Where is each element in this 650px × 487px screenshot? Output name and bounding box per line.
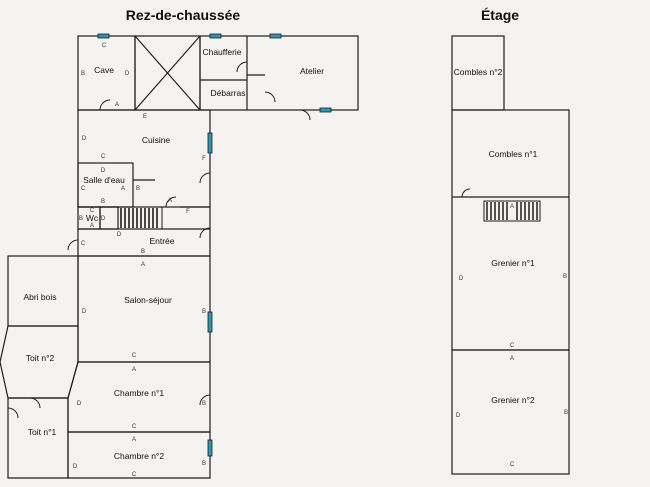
marker-d: D bbox=[77, 401, 82, 407]
room-combles2: Combles n°2 bbox=[454, 67, 503, 77]
upper-stairs bbox=[461, 188, 541, 222]
room-grenier1: Grenier n°1 bbox=[491, 258, 535, 268]
room-abri-bois: Abri bois bbox=[23, 292, 56, 302]
room-chambre1: Chambre n°1 bbox=[114, 388, 164, 398]
upper-floor-title: Étage bbox=[481, 7, 519, 23]
ground-doors bbox=[7, 61, 311, 419]
marker-a: A bbox=[132, 437, 136, 443]
marker-b: B bbox=[202, 401, 206, 407]
marker-a: A bbox=[115, 102, 119, 108]
room-toit1: Toit n°1 bbox=[28, 427, 57, 437]
marker-d: D bbox=[117, 232, 122, 238]
marker-d: D bbox=[456, 413, 461, 419]
marker-e: E bbox=[143, 114, 147, 120]
marker-b: B bbox=[101, 199, 105, 205]
room-toit2: Toit n°2 bbox=[26, 353, 55, 363]
marker-b: B bbox=[564, 410, 568, 416]
marker-c: C bbox=[102, 43, 107, 49]
marker-d: D bbox=[82, 136, 87, 142]
room-labels: Cave Chaufferie Atelier Débarras Cuisine… bbox=[23, 47, 537, 461]
marker-c: C bbox=[510, 462, 515, 468]
marker-d: D bbox=[101, 216, 106, 222]
marker-b: B bbox=[79, 216, 83, 222]
room-salle-eau: Salle d'eau bbox=[83, 175, 125, 185]
marker-f: F bbox=[186, 209, 190, 215]
marker-b: B bbox=[202, 309, 206, 315]
room-combles1: Combles n°1 bbox=[489, 149, 538, 159]
room-entree: Entrée bbox=[149, 236, 174, 246]
marker-c: C bbox=[81, 186, 86, 192]
marker-c: C bbox=[132, 424, 137, 430]
ground-floor-title: Rez-de-chaussée bbox=[126, 7, 241, 23]
room-grenier2: Grenier n°2 bbox=[491, 395, 535, 405]
marker-a: A bbox=[141, 262, 145, 268]
marker-a: A bbox=[132, 367, 136, 373]
marker-a: A bbox=[121, 186, 125, 192]
marker-c: C bbox=[132, 472, 137, 478]
marker-c: C bbox=[132, 353, 137, 359]
marker-b: B bbox=[81, 71, 85, 77]
marker-a: A bbox=[510, 204, 514, 210]
room-wc: Wc bbox=[86, 213, 99, 223]
room-atelier: Atelier bbox=[300, 66, 324, 76]
marker-c: C bbox=[510, 343, 515, 349]
marker-a: A bbox=[168, 198, 172, 204]
ground-stairs bbox=[117, 206, 163, 230]
marker-d: D bbox=[459, 276, 464, 282]
room-debarras: Débarras bbox=[211, 88, 246, 98]
marker-c: C bbox=[101, 154, 106, 160]
wall-markers: C B D A E D F C A B D C A B C B D A D F … bbox=[73, 43, 568, 478]
room-cuisine: Cuisine bbox=[142, 135, 171, 145]
marker-b: B bbox=[141, 249, 145, 255]
marker-f: F bbox=[202, 156, 206, 162]
marker-c: C bbox=[90, 208, 95, 214]
upper-floor-walls bbox=[451, 35, 570, 475]
marker-b: B bbox=[136, 186, 140, 192]
marker-d: D bbox=[73, 464, 78, 470]
marker-d: D bbox=[125, 71, 130, 77]
ground-floor-walls bbox=[0, 35, 359, 479]
marker-c: C bbox=[81, 241, 86, 247]
marker-b: B bbox=[563, 274, 567, 280]
marker-b: B bbox=[202, 461, 206, 467]
room-salon: Salon-séjour bbox=[124, 295, 172, 305]
marker-d: D bbox=[101, 168, 106, 174]
ground-windows bbox=[97, 33, 332, 457]
room-chambre2: Chambre n°2 bbox=[114, 451, 164, 461]
marker-a: A bbox=[510, 356, 514, 362]
room-cave: Cave bbox=[94, 65, 114, 75]
room-chaufferie: Chaufferie bbox=[202, 47, 241, 57]
marker-a: A bbox=[90, 223, 94, 229]
marker-d: D bbox=[82, 309, 87, 315]
